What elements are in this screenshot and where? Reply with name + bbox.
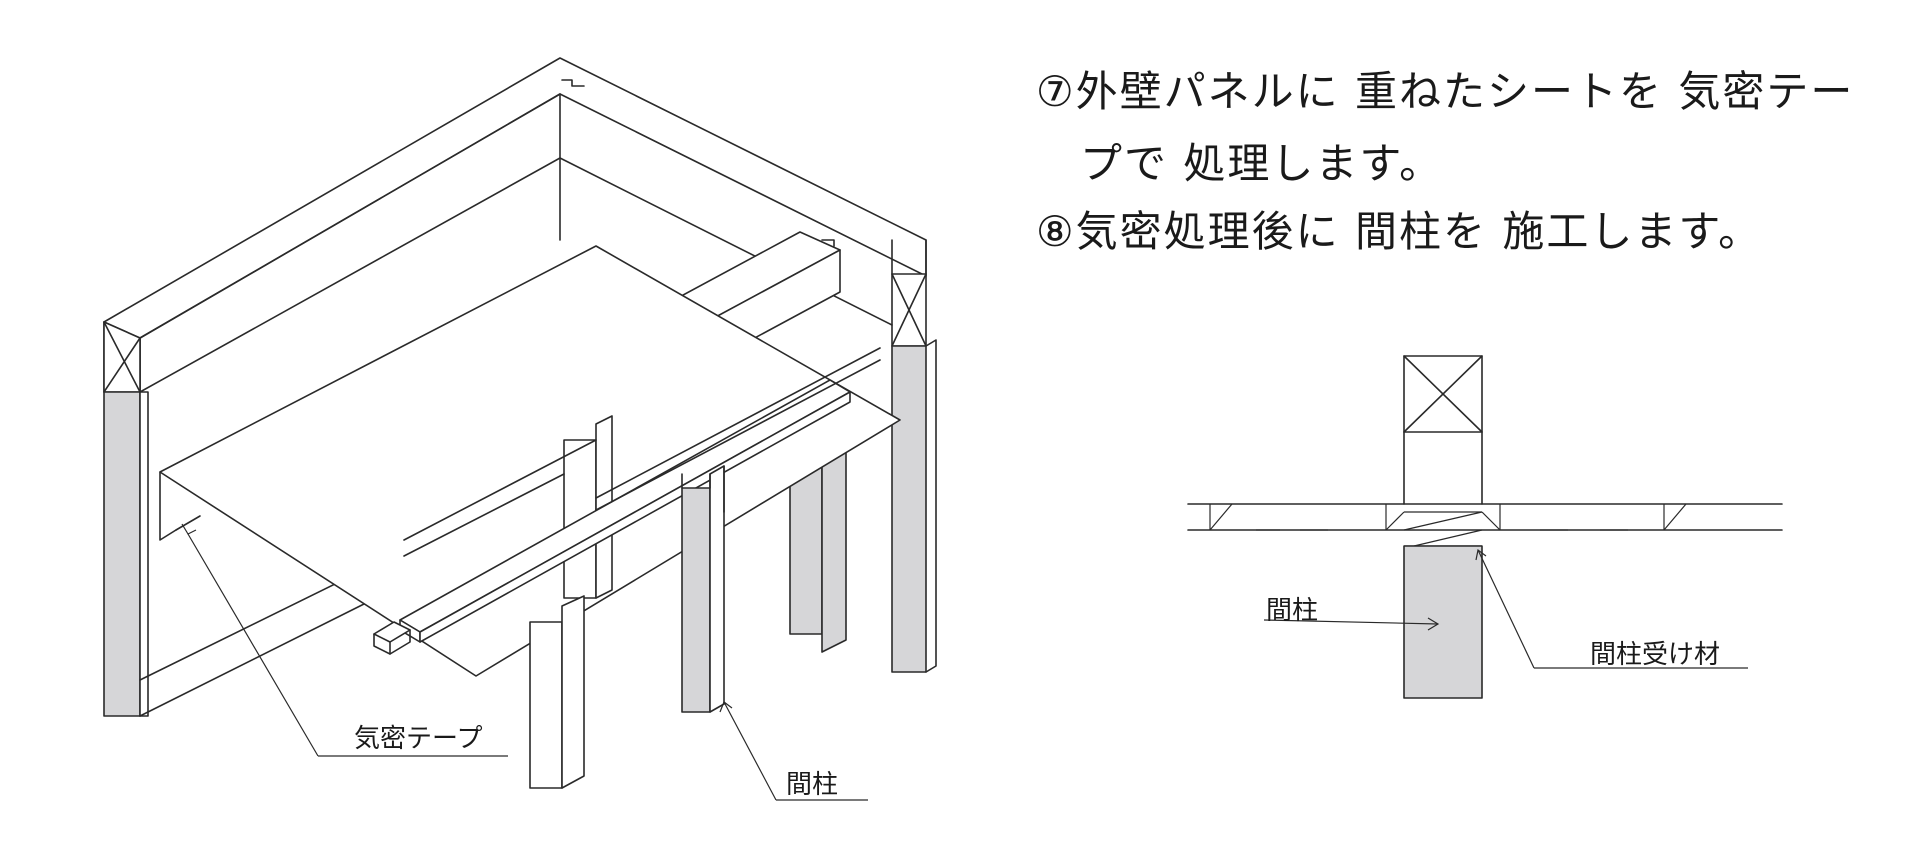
- leader-stud-section: [1263, 617, 1440, 631]
- label-stud-iso: 間柱: [786, 770, 839, 800]
- leader-airtight-tape: [181, 523, 508, 757]
- center-stud: [529, 415, 613, 789]
- airtight-sheet: [159, 245, 901, 677]
- corner-post-right: [891, 339, 937, 673]
- top-beam-right: [891, 239, 927, 347]
- label-stud-section: 間柱: [1266, 596, 1319, 626]
- section-floor-band: [1187, 503, 1783, 547]
- label-stud-receiver: 間柱受け材: [1590, 640, 1721, 670]
- step-7-line-2: プで 処理します。: [1080, 139, 1444, 188]
- back-post: [789, 427, 847, 653]
- lower-plank: [373, 621, 411, 655]
- section-stud: [1403, 545, 1483, 699]
- stud-receiver-plank: [399, 379, 851, 643]
- section-top-beam: [1403, 355, 1483, 505]
- leader-stud-iso: [719, 701, 868, 801]
- label-airtight-tape: 気密テープ: [354, 724, 483, 754]
- step-8: ⑧気密処理後に 間柱を 施工します。: [1036, 207, 1763, 256]
- inner-floor-beam: [403, 347, 881, 557]
- step-7-line-1: ⑦外壁パネルに 重ねたシートを 気密テー: [1036, 67, 1855, 116]
- corner-post-left: [103, 391, 149, 717]
- leader-stud-receiver: [1475, 548, 1748, 669]
- front-stud: [681, 465, 725, 713]
